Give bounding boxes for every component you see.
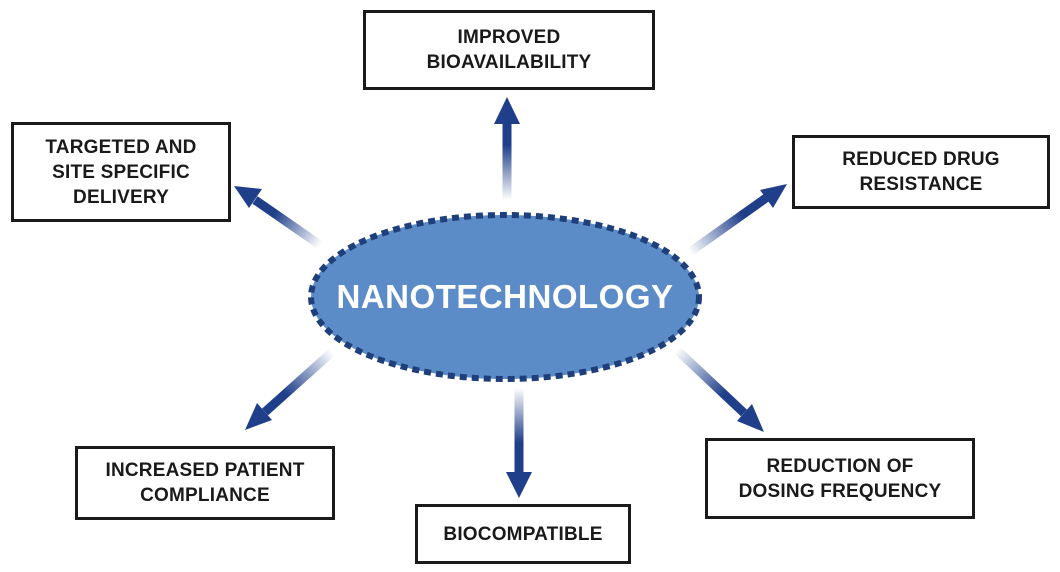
targeted-site-specific-delivery-label: TARGETED AND SITE SPECIFIC DELIVERY [45,136,197,208]
reduction-of-dosing-frequency-label: REDUCTION OF DOSING FREQUENCY [738,455,942,502]
arrow-to-reduction-of-dosing-frequency [673,346,764,432]
increased-patient-compliance-box: INCREASED PATIENT COMPLIANCE [75,446,335,520]
arrow-to-reduced-drug-resistance [687,184,787,256]
reduced-drug-resistance-box: REDUCED DRUG RESISTANCE [792,135,1050,209]
arrow-to-increased-patient-compliance [245,348,336,430]
targeted-site-specific-delivery-box: TARGETED AND SITE SPECIFIC DELIVERY [11,122,231,222]
improved-bioavailability-box: IMPROVED BIOAVAILABILITY [363,10,655,90]
biocompatible-box: BIOCOMPATIBLE [415,504,631,564]
nanotechnology-label: NANOTECHNOLOGY [336,278,674,315]
reduced-drug-resistance-label: REDUCED DRUG RESISTANCE [842,149,1000,195]
arrow-to-biocompatible [506,388,532,498]
increased-patient-compliance-label: INCREASED PATIENT COMPLIANCE [105,460,305,506]
arrow-to-targeted-delivery [234,186,323,249]
biocompatible-label: BIOCOMPATIBLE [443,523,603,545]
reduction-of-dosing-frequency-box: REDUCTION OF DOSING FREQUENCY [705,438,975,519]
arrow-to-improved-bioavailability [494,97,520,200]
nanotechnology-ellipse [308,212,702,382]
improved-bioavailability-label: IMPROVED BIOAVAILABILITY [426,27,592,73]
